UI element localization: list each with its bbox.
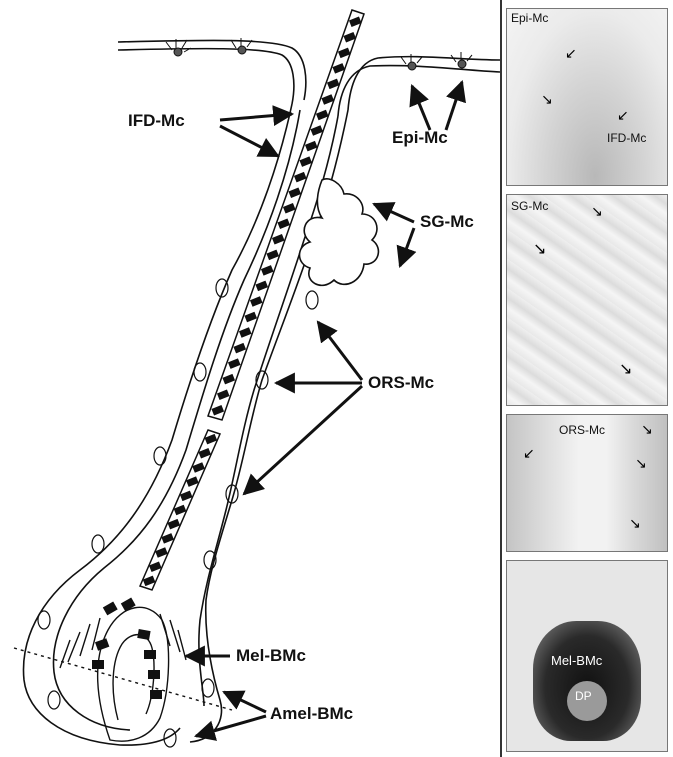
shaft-stripe xyxy=(194,465,204,469)
micrograph-bulb: Mel-BMc DP xyxy=(506,560,668,752)
shaft-stripe xyxy=(284,206,294,210)
shaft-stripe xyxy=(163,536,173,540)
shaft-stripe xyxy=(169,522,179,526)
arrow-icon: ↘ xyxy=(533,239,546,259)
panel-label-dp: DP xyxy=(575,689,592,703)
shaft-stripe xyxy=(306,144,316,148)
shaft-stripe xyxy=(328,82,338,86)
arrow-icon: ↘ xyxy=(641,421,653,438)
shaft-stripe xyxy=(224,377,234,381)
micrograph-sg: SG-Mc ↘ ↘ ↘ xyxy=(506,194,668,406)
label-ifd-mc: IFD-Mc xyxy=(128,111,185,131)
arrow-icon: ↙ xyxy=(523,445,535,462)
shaft-stripe xyxy=(262,268,272,272)
sebaceous-gland xyxy=(300,179,379,285)
arrow-icon: ↘ xyxy=(541,91,553,108)
shaft-stripe xyxy=(213,408,223,412)
shaft-stripe xyxy=(273,237,283,241)
shaft-stripe xyxy=(317,113,327,117)
shaft-stripe xyxy=(246,315,256,319)
label-ors-mc: ORS-Mc xyxy=(368,373,434,393)
label-sg-mc: SG-Mc xyxy=(420,212,474,232)
panel-divider xyxy=(500,0,502,757)
shaft-stripe xyxy=(181,494,191,498)
panel-label-epi: Epi-Mc xyxy=(511,11,548,25)
shaft-stripe xyxy=(144,579,154,583)
shaft-stripe xyxy=(235,346,245,350)
label-epi-mc: Epi-Mc xyxy=(392,128,448,148)
micrograph-ors: ORS-Mc ↙ ↘ ↘ ↘ xyxy=(506,414,668,552)
epidermal-melanocytes xyxy=(166,38,472,70)
arrow-icon: ↙ xyxy=(565,45,577,62)
shaft-stripe xyxy=(156,551,166,555)
shaft-stripe xyxy=(339,51,349,55)
shaft-stripe xyxy=(323,97,333,101)
arrow-icon: ↘ xyxy=(591,203,603,220)
panel-label-ifd: IFD-Mc xyxy=(607,131,646,145)
shaft-stripe xyxy=(150,565,160,569)
label-amel-bmc: Amel-BMc xyxy=(270,704,353,724)
arrow-icon: ↘ xyxy=(635,455,647,472)
shaft-stripe xyxy=(268,253,278,257)
shaft-stripe xyxy=(257,284,267,288)
shaft-stripe xyxy=(218,393,228,397)
shaft-stripe xyxy=(345,35,355,39)
arrow-icon: ↘ xyxy=(629,515,641,532)
shaft-stripe xyxy=(240,331,250,335)
shaft-stripe xyxy=(301,160,311,164)
shaft-stripe xyxy=(175,508,185,512)
shaft-stripe xyxy=(350,20,360,24)
shaft-stripe xyxy=(251,299,261,303)
hair-bulb xyxy=(60,607,186,741)
shaft-stripe xyxy=(290,191,300,195)
shaft-stripe xyxy=(200,451,210,455)
hair-shaft xyxy=(140,10,364,590)
panel-label-mel-bmc: Mel-BMc xyxy=(551,653,602,668)
micrograph-epi: Epi-Mc IFD-Mc ↙ ↘ ↙ xyxy=(506,8,668,186)
shaft-stripe xyxy=(312,129,322,133)
shaft-stripe xyxy=(187,480,197,484)
arrow-icon: ↙ xyxy=(617,107,629,124)
shaft-stripe xyxy=(334,66,344,70)
shaft-stripe xyxy=(279,222,289,226)
panel-label-sg: SG-Mc xyxy=(511,199,548,213)
panel-label-ors: ORS-Mc xyxy=(559,423,605,437)
label-mel-bmc: Mel-BMc xyxy=(236,646,306,666)
shaft-stripe xyxy=(295,175,305,179)
shaft-stripe xyxy=(229,362,239,366)
arrow-icon: ↘ xyxy=(619,359,632,379)
shaft-stripe xyxy=(206,437,216,441)
